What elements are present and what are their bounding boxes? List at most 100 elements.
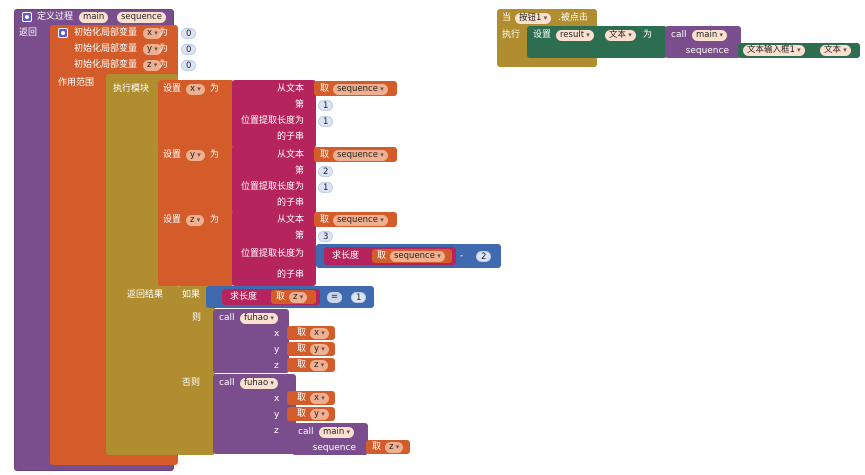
result-label: 返回结果 <box>127 290 164 300</box>
init-label: 初始化局部变量 <box>74 60 138 70</box>
local-var-z[interactable]: z <box>143 60 162 71</box>
event-do-label: 执行 <box>502 30 521 40</box>
as-label: 为 <box>159 28 169 38</box>
local-val-x[interactable]: 0 <box>181 28 197 39</box>
get-label: 取 <box>297 328 307 338</box>
get-y-var[interactable]: y <box>310 344 329 355</box>
minus-operator[interactable]: - <box>460 251 464 261</box>
init-label: 初始化局部变量 <box>74 44 138 54</box>
substring-block-x[interactable] <box>232 80 316 148</box>
get-label: 取 <box>297 409 307 419</box>
when-label: 当 <box>502 13 512 23</box>
length-fn-label: 求长度 <box>230 292 258 302</box>
get-y-var[interactable]: y <box>310 409 329 420</box>
set-label: 设置 <box>533 30 552 40</box>
set-var-z[interactable]: z <box>186 215 205 226</box>
from-text-label: 从文本 <box>276 150 304 160</box>
local-var-y[interactable]: y <box>143 44 162 55</box>
substring-label: 的子串 <box>276 132 304 142</box>
substring-block-z[interactable] <box>232 211 316 286</box>
else-label: 否则 <box>182 378 201 388</box>
arg-x-label: x <box>274 329 280 339</box>
substring-block-y[interactable] <box>232 146 316 214</box>
call-label: call <box>298 427 314 437</box>
set-label: 设置 <box>163 150 182 160</box>
local-val-y[interactable]: 0 <box>181 44 197 55</box>
get-sequence-var[interactable]: sequence <box>390 251 445 262</box>
local-val-z[interactable]: 0 <box>181 60 197 71</box>
init-label: 初始化局部变量 <box>74 28 138 38</box>
arg-y-label: y <box>274 410 280 420</box>
start-label: 第 <box>294 231 304 241</box>
set-label: 设置 <box>163 84 182 94</box>
start-value[interactable]: 1 <box>318 100 334 111</box>
minus-value[interactable]: 2 <box>476 251 492 262</box>
get-sequence-var[interactable]: sequence <box>333 215 388 226</box>
get-z-var[interactable]: z <box>385 442 404 453</box>
arg-x-label: x <box>274 394 280 404</box>
call-fn-main[interactable]: main <box>692 30 727 41</box>
call-label: call <box>671 30 687 40</box>
param-sequence-label: sequence <box>685 46 729 56</box>
textbox-property[interactable]: 文本 <box>820 45 851 56</box>
from-text-label: 从文本 <box>276 215 304 225</box>
set-var-x[interactable]: x <box>186 84 205 95</box>
set-var-y[interactable]: y <box>186 150 205 161</box>
eq-operator-dropdown[interactable]: = <box>327 292 343 303</box>
set-component[interactable]: result <box>556 30 594 41</box>
call-fn-main[interactable]: main <box>319 427 354 438</box>
local-var-x[interactable]: x <box>143 28 162 39</box>
substring-label: 的子串 <box>276 270 304 280</box>
arg-z-label: z <box>274 426 279 436</box>
gear-icon[interactable] <box>58 28 68 38</box>
get-label: 取 <box>297 360 307 370</box>
call-label: call <box>219 378 235 388</box>
start-label: 第 <box>294 100 304 110</box>
get-z-var[interactable]: z <box>289 292 308 303</box>
call-label: call <box>219 313 235 323</box>
call-fn-fuhao[interactable]: fuhao <box>240 313 278 324</box>
get-label: 取 <box>320 84 330 94</box>
then-label: 则 <box>192 313 202 323</box>
procedure-name[interactable]: main <box>79 12 109 23</box>
get-z-var[interactable]: z <box>310 360 329 371</box>
return-label: 返回 <box>19 28 38 38</box>
event-component[interactable]: 按钮1 <box>515 13 552 24</box>
length-label: 位置提取长度为 <box>240 116 304 126</box>
get-label: 取 <box>320 215 330 225</box>
length-fn-label: 求长度 <box>332 251 360 261</box>
as-label: 为 <box>210 84 220 94</box>
get-x-var[interactable]: x <box>310 328 329 339</box>
scope-label: 作用范围 <box>58 78 95 88</box>
if-label: 如果 <box>182 290 201 300</box>
get-x-var[interactable]: x <box>310 393 329 404</box>
compare-value[interactable]: 1 <box>351 292 367 303</box>
as-label: 为 <box>643 30 653 40</box>
substring-label: 的子串 <box>276 198 304 208</box>
start-value[interactable]: 3 <box>318 231 334 242</box>
as-label: 为 <box>159 44 169 54</box>
param-sequence-label: sequence <box>312 443 356 453</box>
get-sequence-var[interactable]: sequence <box>333 84 388 95</box>
textbox-component[interactable]: 文本输入框1 <box>743 45 805 56</box>
set-property[interactable]: 文本 <box>605 30 636 41</box>
procedure-param[interactable]: sequence <box>117 12 166 23</box>
length-value[interactable]: 1 <box>318 116 334 127</box>
get-label: 取 <box>377 251 387 261</box>
procedure-header: 定义过程 <box>37 12 74 22</box>
gear-icon[interactable] <box>22 12 32 22</box>
start-value[interactable]: 2 <box>318 166 334 177</box>
as-label: 为 <box>159 60 169 70</box>
set-text-block[interactable] <box>527 26 667 58</box>
get-label: 取 <box>320 150 330 160</box>
if-else-block[interactable] <box>177 286 215 455</box>
get-sequence-var[interactable]: sequence <box>333 150 388 161</box>
event-name: .被点击 <box>558 13 588 23</box>
call-fn-fuhao[interactable]: fuhao <box>240 378 278 389</box>
length-label: 位置提取长度为 <box>240 182 304 192</box>
get-label: 取 <box>297 344 307 354</box>
get-label: 取 <box>297 393 307 403</box>
length-value[interactable]: 1 <box>318 182 334 193</box>
as-label: 为 <box>210 215 220 225</box>
arg-y-label: y <box>274 345 280 355</box>
